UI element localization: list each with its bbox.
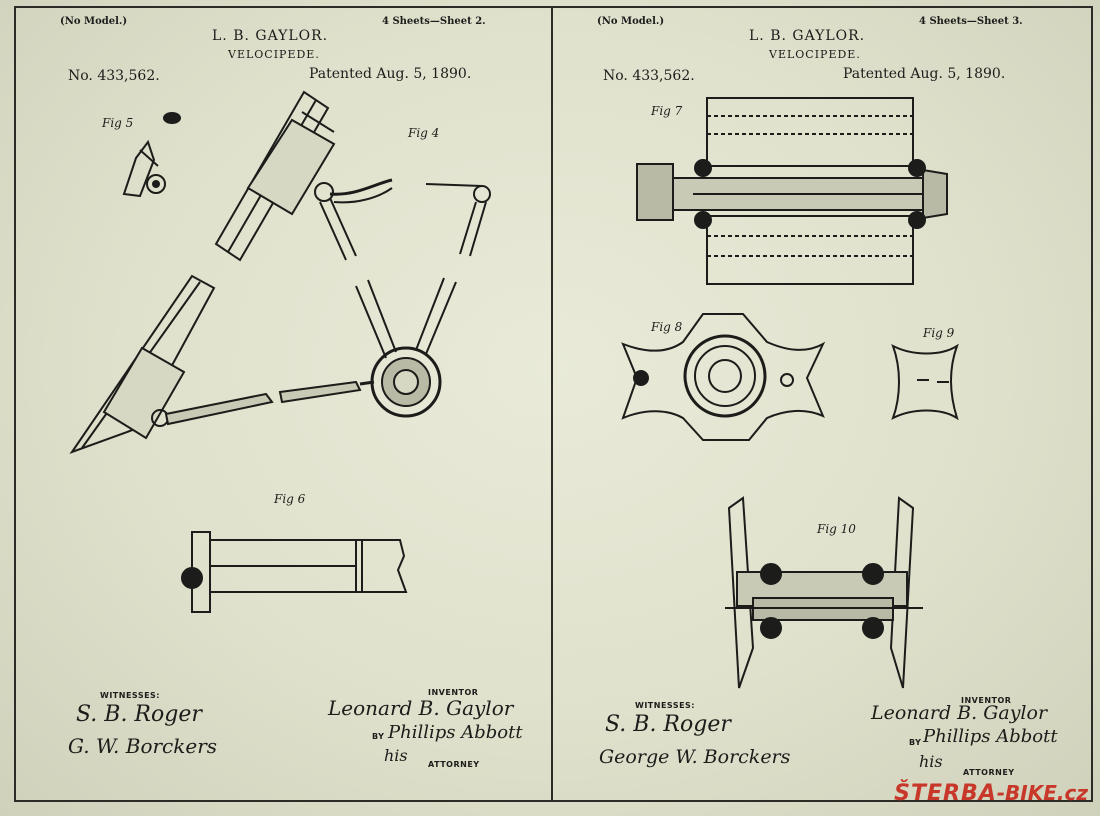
patent-number: No. 433,562. [68,68,160,84]
figure-drawings [621,97,959,689]
model-note: (No Model.) [597,16,665,27]
attorney-signature: Phillips Abbott [388,722,523,743]
patent-date: Patented Aug. 5, 1890. [843,66,1006,82]
his-label: his [919,752,943,771]
inventor-label: INVENTOR [961,696,1012,705]
watermark-brand: ŠTERBA [894,781,997,806]
patent-title: VELOCIPEDE. [769,48,861,61]
by-label: BY [372,732,385,741]
figure-label: Fig 8 [651,320,683,334]
figure-label: Fig 6 [274,492,306,506]
figure-label: Fig 9 [923,326,955,340]
witness-signature: S. B. Roger [605,712,731,737]
by-label: BY [909,738,922,747]
attorney-signature: Phillips Abbott [923,726,1058,747]
figure-drawings [69,90,491,613]
witness-signature: S. B. Roger [76,702,202,727]
his-label: his [384,746,408,765]
inventor-signature: Leonard B. Gaylor [328,696,514,720]
model-note: (No Model.) [60,16,128,27]
sheet-note: 4 Sheets—Sheet 2. [382,16,486,27]
inventor-name: L. B. GAYLOR. [212,28,329,44]
watermark-suffix: -BIKE.cz [996,781,1088,805]
patent-number: No. 433,562. [603,68,695,84]
witness-signature: G. W. Borckers [68,734,218,758]
patent-date: Patented Aug. 5, 1890. [309,66,472,82]
figure-label: Fig 10 [817,522,856,536]
attorney-label: ATTORNEY [428,760,480,769]
witness-signature: George W. Borckers [599,746,791,768]
witnesses-label: WITNESSES: [635,701,696,710]
figure-label: Fig 5 [102,116,134,130]
figure-label: Fig 7 [651,104,683,118]
attorney-label: ATTORNEY [963,768,1015,777]
sheet-note: 4 Sheets—Sheet 3. [919,16,1023,27]
watermark: ŠTERBA-BIKE.cz [894,781,1088,806]
inventor-label: INVENTOR [428,688,479,697]
patent-sheet-3: (No Model.) 4 Sheets—Sheet 3. L. B. GAYL… [551,6,1093,802]
patent-title: VELOCIPEDE. [228,48,320,61]
patent-sheet-2: (No Model.) 4 Sheets—Sheet 2. L. B. GAYL… [14,6,553,802]
witnesses-label: WITNESSES: [100,691,161,700]
inventor-signature: Leonard B. Gaylor [871,702,1048,724]
figure-label: Fig 4 [408,126,440,140]
inventor-name: L. B. GAYLOR. [749,28,866,44]
